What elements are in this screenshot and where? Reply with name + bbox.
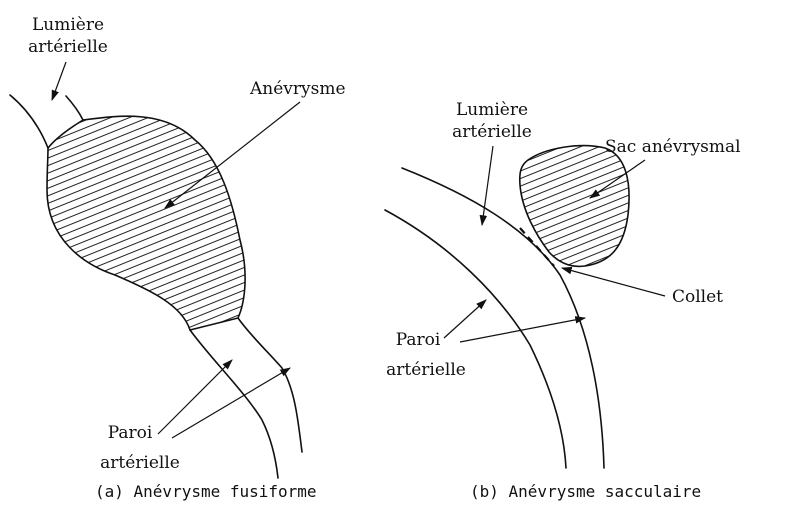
lumen-label-b: Lumière artérielle [452, 100, 532, 142]
lumen-label-b-line2: artérielle [452, 122, 532, 142]
neck-pointer [562, 268, 665, 296]
wall-pointer-b-2 [460, 318, 585, 342]
fusiform-aneurysm-bulge [47, 116, 245, 330]
wall-label-b-line1: Paroi [396, 330, 441, 350]
wall-label-b-line2: artérielle [386, 360, 466, 380]
wall-label-a-line1: Paroi [108, 423, 153, 443]
aneurysm-label: Anévrysme [249, 79, 346, 99]
saccular-aneurysm-sac [520, 146, 629, 267]
sac-label: Sac anévrysmal [605, 137, 741, 157]
artery-a-lower-left-wall [190, 330, 278, 478]
panel-b: Lumière artérielle Sac anévrysmal Collet… [385, 100, 741, 501]
lumen-label-a-line1: Lumière [32, 15, 104, 35]
wall-label-b: Paroi artérielle [386, 330, 466, 380]
lumen-label-a-line2: artérielle [28, 37, 108, 57]
artery-a-right-wall [66, 96, 83, 120]
neck-label: Collet [672, 287, 723, 307]
wall-label-a: Paroi artérielle [100, 423, 180, 473]
artery-a-left-wall [10, 95, 48, 148]
lumen-pointer-a [52, 62, 66, 100]
caption-b: (b) Anévrysme sacculaire [470, 482, 701, 501]
artery-a-lower-right-wall [238, 318, 302, 452]
lumen-label-b-line1: Lumière [456, 100, 528, 120]
wall-label-a-line2: artérielle [100, 453, 180, 473]
wall-pointer-b-1 [444, 300, 486, 338]
caption-a: (a) Anévrysme fusiforme [95, 482, 317, 501]
panel-a: Lumière artérielle Anévrysme Paroi artér… [10, 15, 346, 501]
lumen-label-a: Lumière artérielle [28, 15, 108, 57]
wall-pointer-a-1 [158, 360, 232, 434]
lumen-pointer-b [482, 146, 493, 225]
